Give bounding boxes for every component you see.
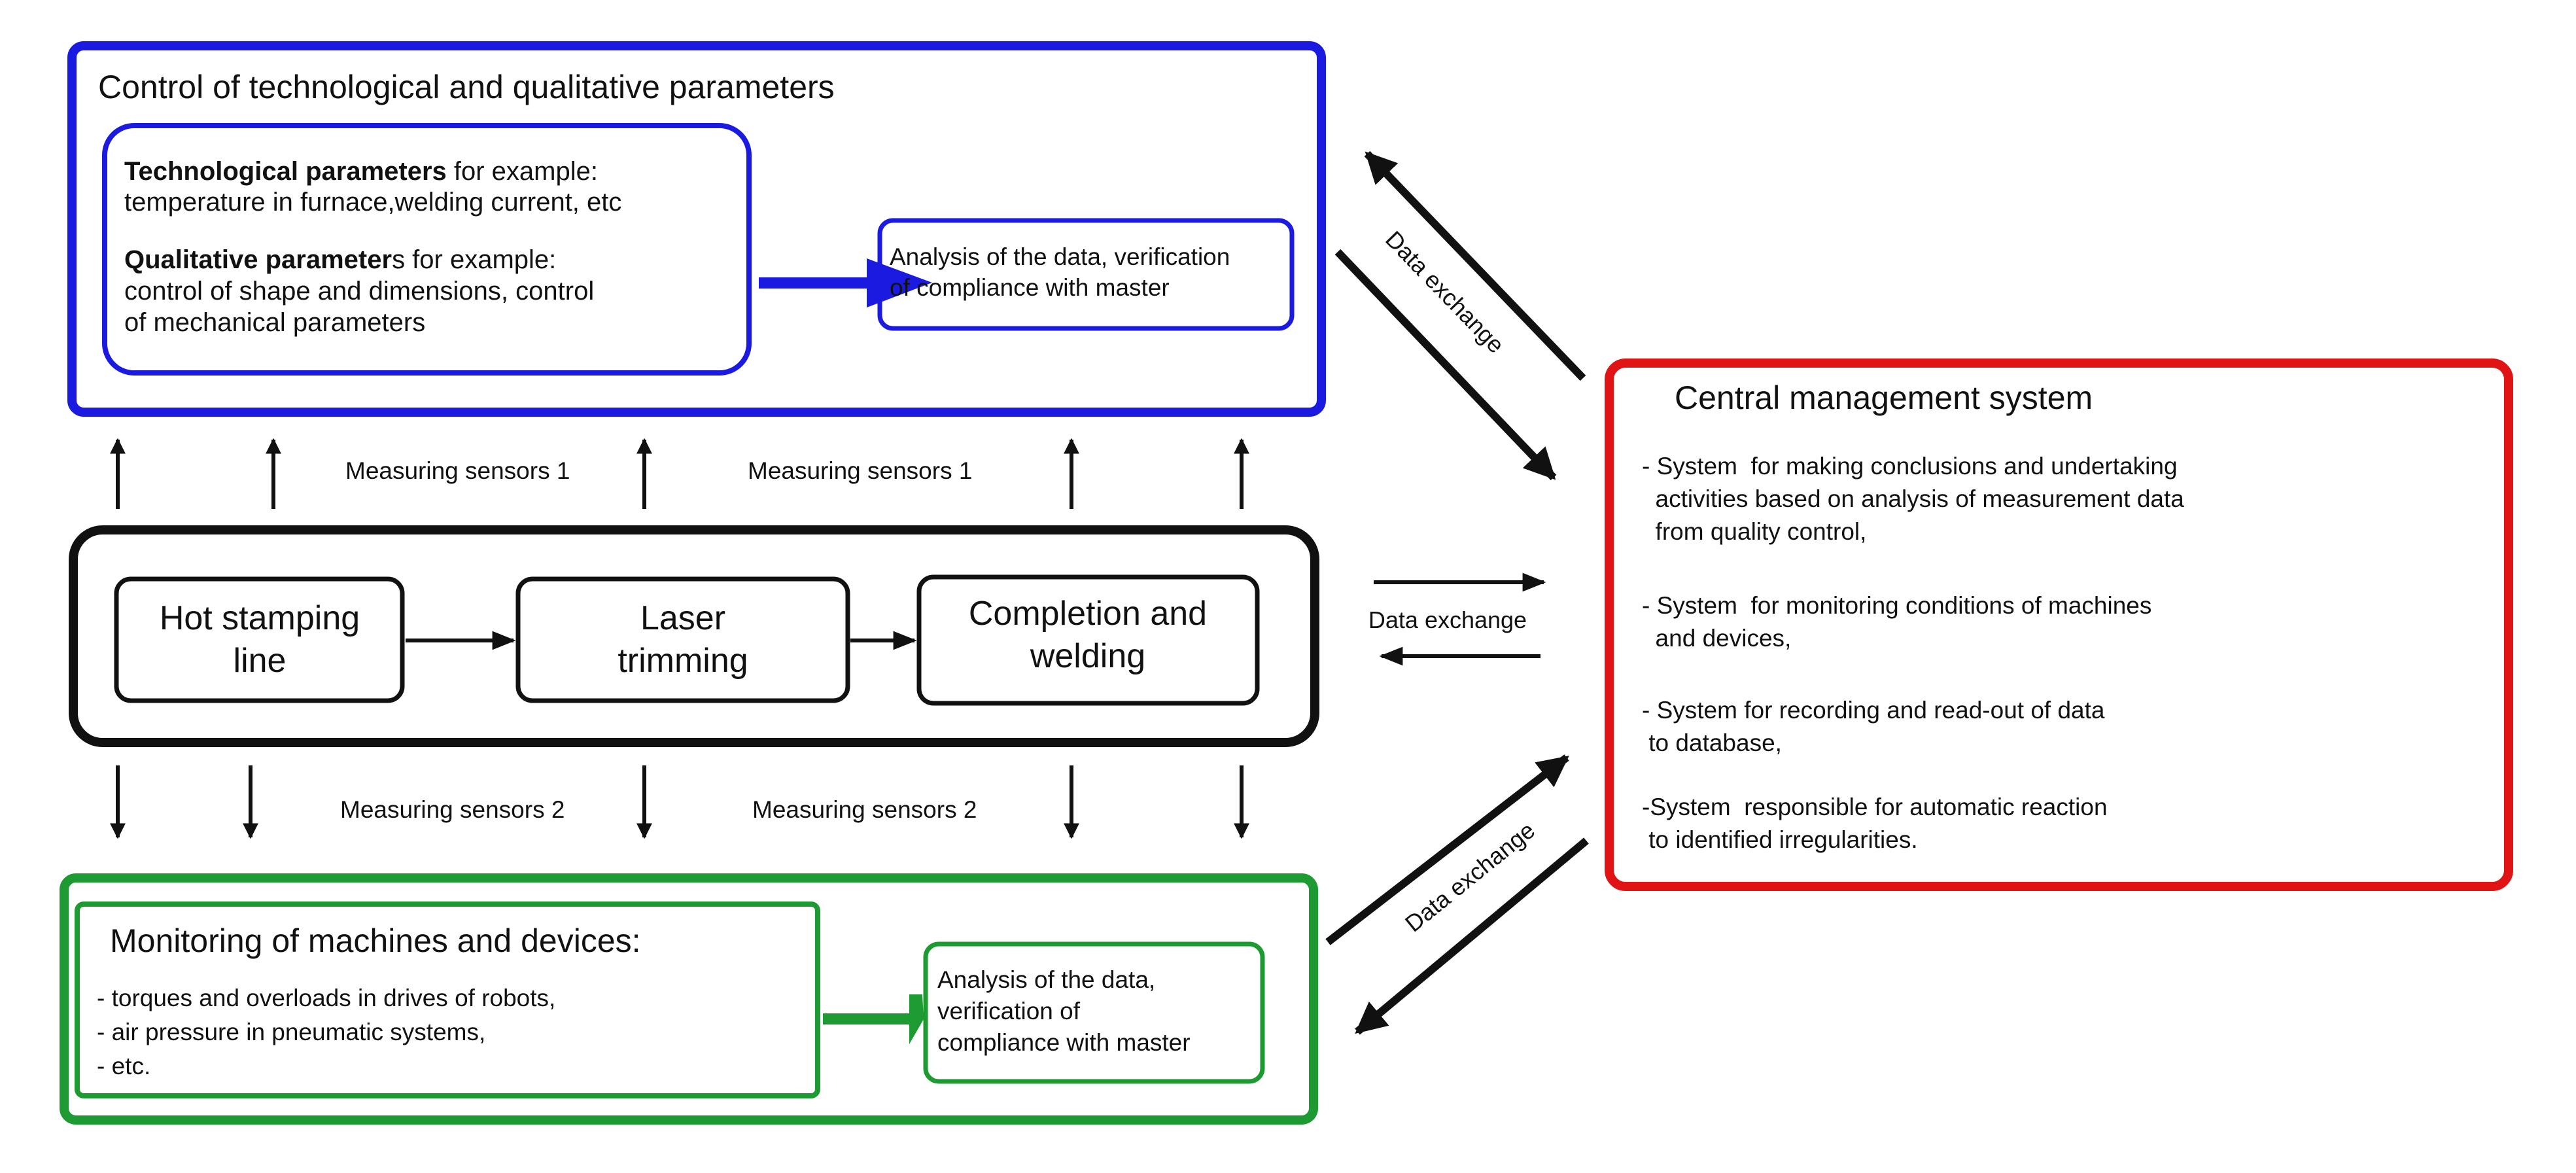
central-box	[1605, 359, 2513, 891]
qualitative-parameters-heading: Qualitative parameters for example:	[124, 245, 556, 274]
monitoring-arrow-shaft	[823, 1013, 914, 1024]
monitoring-outer-box	[60, 873, 1318, 1125]
central-item-1-line1: - System for making conclusions and unde…	[1642, 453, 2178, 480]
measuring-sensors-2-label-left: Measuring sensors 2	[340, 796, 565, 823]
control-arrow-head	[867, 258, 932, 307]
measuring-sensors-1-label-right: Measuring sensors 1	[748, 457, 972, 484]
central-item-4-line2: to identified irregularities.	[1642, 826, 1918, 853]
laser-trimming-label-line1: Laser	[640, 599, 725, 637]
qualitative-parameters-line3: of mechanical parameters	[124, 308, 425, 337]
measuring-sensors-2-label-right: Measuring sensors 2	[752, 796, 977, 823]
monitoring-analysis-line3: compliance with master	[937, 1029, 1191, 1056]
control-analysis-line2: of compliance with master	[890, 274, 1170, 301]
parameters-box	[102, 123, 752, 376]
control-analysis-line1: Analysis of the data, verification	[890, 243, 1230, 270]
technological-parameters-example: temperature in furnace,welding current, …	[124, 188, 621, 217]
control-analysis-box	[877, 218, 1295, 331]
central-item-4-line1: -System responsible for automatic reacti…	[1642, 794, 2108, 820]
control-title: Control of technological and qualitative…	[98, 69, 835, 105]
sensors-2-arrows	[110, 765, 1249, 839]
data-exchange-arrow-to-central-top	[1334, 249, 1557, 481]
technological-parameters-heading: Technological parameters for example:	[124, 157, 598, 186]
central-item-1-line3: from quality control,	[1642, 518, 1866, 545]
central-item-2-line2: and devices,	[1642, 625, 1791, 652]
central-item-3-line1: - System for recording and read-out of d…	[1642, 697, 2105, 724]
process-outer-box	[69, 525, 1319, 747]
central-title: Central management system	[1675, 379, 2093, 416]
completion-welding-label-line2: welding	[1030, 637, 1145, 675]
monitoring-analysis-box	[923, 941, 1265, 1084]
control-outer-box	[67, 41, 1326, 417]
monitoring-item-2: - air pressure in pneumatic systems,	[97, 1019, 485, 1045]
monitoring-item-1: - torques and overloads in drives of rob…	[97, 985, 555, 1011]
central-item-1-line2: activities based on analysis of measurem…	[1642, 485, 2184, 512]
data-exchange-arrow-to-control	[1364, 150, 1586, 381]
qualitative-parameters-line2: control of shape and dimensions, control	[124, 277, 594, 306]
hot-stamping-box	[114, 576, 405, 703]
monitoring-item-3: - etc.	[97, 1053, 150, 1079]
central-item-3-line2: to database,	[1642, 729, 1782, 756]
monitoring-analysis-line1: Analysis of the data,	[937, 966, 1155, 993]
data-exchange-arrow-to-central-bottom	[1325, 754, 1569, 945]
data-exchange-label-middle: Data exchange	[1368, 606, 1527, 633]
measuring-sensors-1-label-left: Measuring sensors 1	[345, 457, 570, 484]
monitoring-items-box	[75, 902, 820, 1098]
process-group: Hot stamping line Laser trimming Complet…	[69, 525, 1319, 747]
completion-welding-box	[916, 574, 1260, 706]
control-group: Control of technological and qualitative…	[67, 41, 1326, 417]
hot-stamping-label-line2: line	[234, 642, 287, 680]
data-exchange-label-top: Data exchange	[1380, 226, 1510, 359]
sensors-1-arrows	[110, 438, 1249, 509]
central-item-2-line1: - System for monitoring conditions of ma…	[1642, 592, 2151, 619]
monitoring-title: Monitoring of machines and devices:	[110, 922, 641, 959]
laser-trimming-label-line2: trimming	[618, 642, 748, 680]
control-arrow-shaft	[759, 277, 873, 289]
monitoring-arrow-tip	[909, 994, 922, 1044]
completion-welding-label-line1: Completion and	[969, 595, 1207, 633]
monitoring-analysis-line2: verification of	[937, 998, 1081, 1024]
monitoring-group: Monitoring of machines and devices: - to…	[60, 873, 1318, 1125]
hot-stamping-label-line1: Hot stamping	[160, 599, 360, 637]
data-exchange-arrow-to-monitoring	[1355, 837, 1589, 1035]
central-group: Central management system - System for m…	[1605, 359, 2513, 891]
laser-trimming-box	[515, 576, 850, 703]
